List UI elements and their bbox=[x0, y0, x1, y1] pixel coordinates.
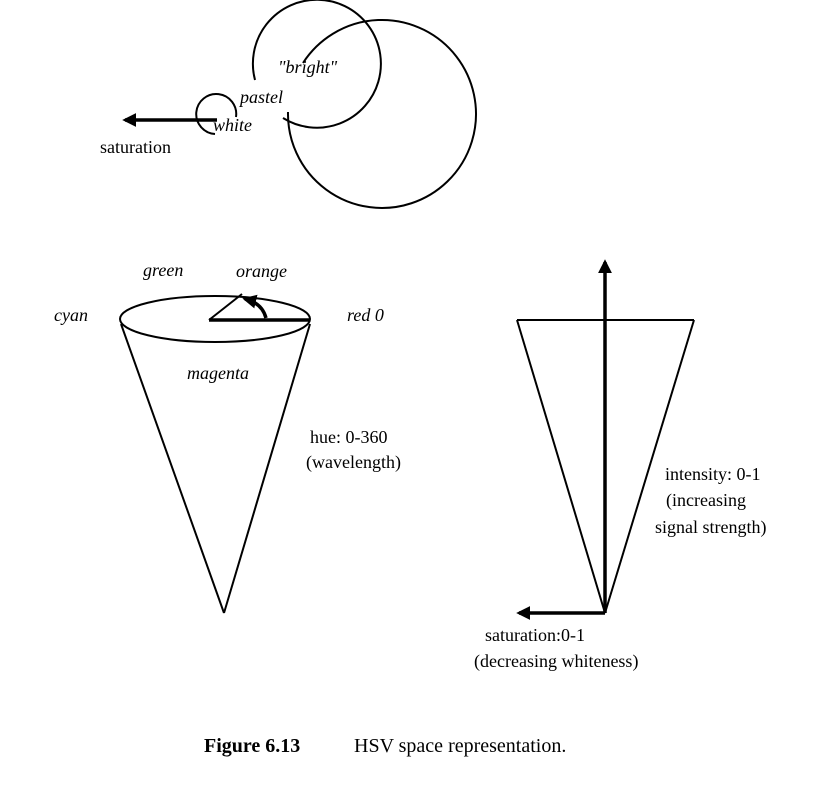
hue-rotation-arrow bbox=[242, 294, 268, 319]
outer-ring bbox=[286, 19, 477, 209]
hue-angle-line bbox=[208, 293, 243, 321]
inner-ring bbox=[195, 93, 238, 135]
figure-caption: Figure 6.13 HSV space representation. bbox=[204, 735, 566, 757]
label-saturation-ring: saturation bbox=[100, 137, 171, 157]
label-pastel: pastel bbox=[238, 87, 283, 107]
label-magenta: magenta bbox=[187, 363, 249, 383]
label-white: white bbox=[213, 115, 252, 135]
label-decreasing-whiteness: (decreasing whiteness) bbox=[474, 651, 638, 672]
label-red-0: red 0 bbox=[347, 305, 384, 325]
caption-text: HSV space representation. bbox=[354, 735, 566, 757]
label-bright: "bright" bbox=[278, 57, 338, 77]
label-wavelength: (wavelength) bbox=[306, 452, 401, 473]
middle-ring bbox=[251, 0, 382, 129]
label-cyan: cyan bbox=[54, 305, 88, 325]
hue-cone: green orange cyan red 0 magenta hue: 0-3… bbox=[54, 260, 401, 614]
intensity-cone-left-side bbox=[516, 319, 606, 614]
label-orange: orange bbox=[236, 261, 287, 281]
label-signal-strength: signal strength) bbox=[655, 517, 766, 538]
hue-cone-top-ellipse bbox=[119, 295, 311, 343]
label-increasing: (increasing bbox=[666, 490, 746, 511]
label-green: green bbox=[143, 260, 183, 280]
hue-cone-right-side bbox=[223, 323, 311, 614]
label-saturation-range: saturation:0-1 bbox=[485, 625, 585, 645]
caption-number: Figure 6.13 bbox=[204, 735, 300, 757]
saturation-rings: "bright" pastel white saturation bbox=[100, 0, 477, 209]
label-hue-range: hue: 0-360 bbox=[310, 427, 387, 447]
label-intensity-range: intensity: 0-1 bbox=[665, 464, 761, 484]
intensity-cone-right-side bbox=[604, 319, 695, 614]
hue-cone-left-side bbox=[120, 323, 225, 614]
intensity-cone: intensity: 0-1 (increasing signal streng… bbox=[474, 259, 766, 672]
